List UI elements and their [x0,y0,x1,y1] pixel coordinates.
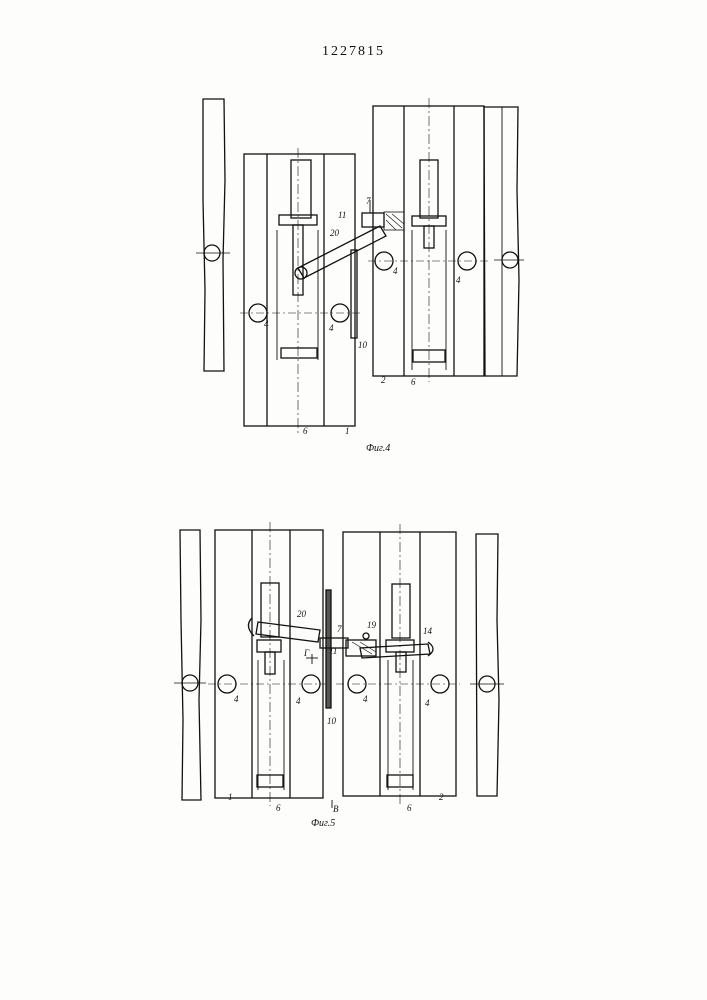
fig5-label-14: 14 [423,626,433,636]
fig5-label-11: 11 [329,646,337,656]
figure-5: 1 2 4 4 4 4 6 6 7 10 11 14 19 20 Г В Фиг… [174,522,504,829]
fig5-label-4d: 4 [425,698,430,708]
fig4-label-6b: 6 [411,377,416,387]
fig5-rail-left [174,530,206,800]
figure-4: 1 2 4 4 4 4 6 6 7 10 11 20 Фиг.4 [196,98,524,454]
fig5-rail-right [470,534,504,796]
fig5-label-4b: 4 [296,696,301,706]
fig4-panel-1 [240,148,360,433]
fig5-label-4a: 4 [234,694,239,704]
fig5-label-g: Г [303,648,310,658]
fig4-label-4b: 4 [329,323,334,333]
fig5-label-b: В [333,804,339,814]
fig4-label-4c: 4 [393,266,398,276]
fig5-label-19: 19 [367,620,377,630]
fig4-caption: Фиг.4 [366,443,390,454]
fig5-label-20: 20 [297,609,307,619]
fig4-label-1: 1 [345,426,350,436]
fig4-panel-2 [368,98,490,382]
fig4-label-20: 20 [330,228,340,238]
fig4-label-2: 2 [381,375,386,385]
fig5-label-7: 7 [337,624,342,634]
fig4-rail-right [484,107,524,376]
fig4-label-4a: 4 [264,319,269,329]
fig4-rail-left [196,99,230,371]
fig4-label-11: 11 [338,210,346,220]
fig5-label-1: 1 [228,792,233,802]
fig5-label-4c: 4 [363,694,368,704]
fig5-panel-2 [336,524,460,804]
fig5-label-10: 10 [327,716,337,726]
fig4-label-4d: 4 [456,275,461,285]
fig4-label-6a: 6 [303,426,308,436]
fig5-caption: Фиг.5 [311,818,335,829]
fig5-label-6a: 6 [276,803,281,813]
fig5-label-6b: 6 [407,803,412,813]
fig4-label-7: 7 [366,196,371,206]
fig4-label-10: 10 [358,340,368,350]
fig5-label-2: 2 [439,792,444,802]
